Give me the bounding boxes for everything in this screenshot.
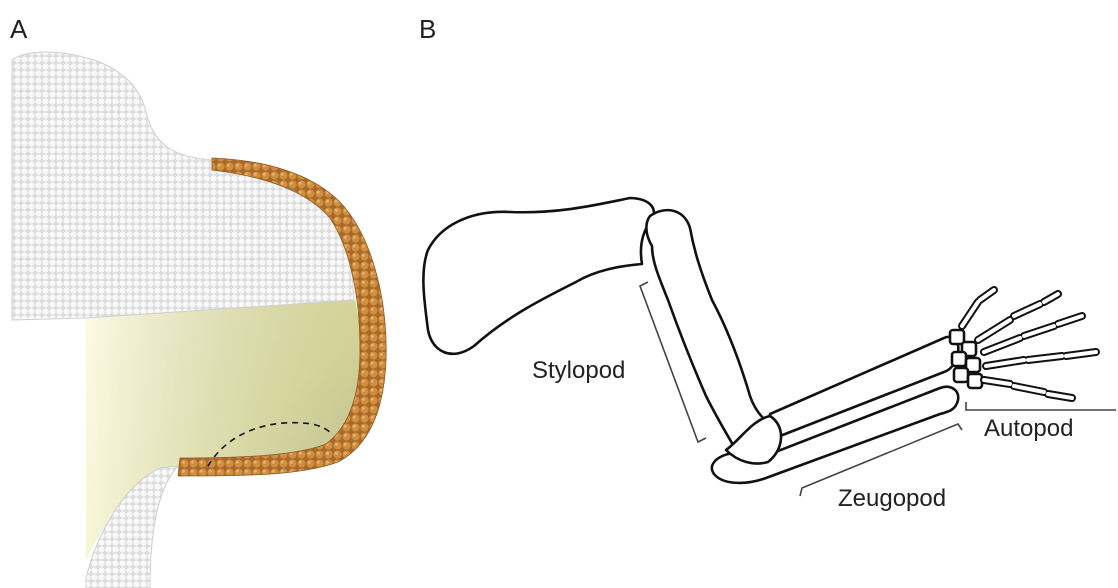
autopod-label: Autopod — [984, 415, 1073, 442]
panel-a-label: A — [10, 14, 28, 44]
scapula-bone — [423, 198, 654, 354]
stylopod-label: Stylopod — [532, 357, 625, 384]
panel-b-label: B — [419, 14, 436, 44]
autopod-bracket — [966, 402, 1116, 410]
zeugopod-label: Zeugopod — [838, 485, 946, 512]
limb-bud-illustration: A — [10, 14, 386, 588]
limb-skeleton-diagram: B — [419, 14, 1116, 512]
digit-bones — [962, 290, 1096, 398]
